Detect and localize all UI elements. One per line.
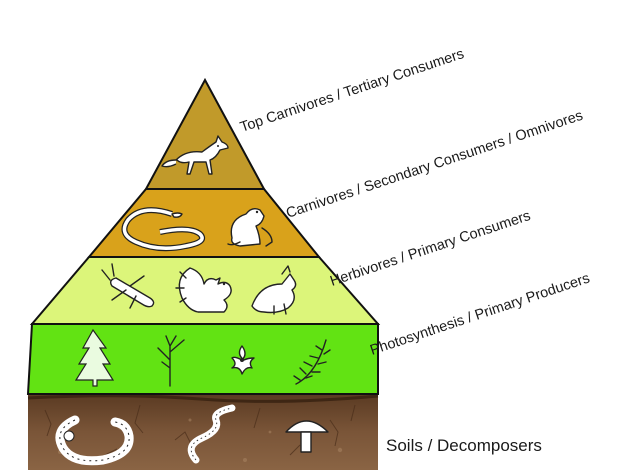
label-soil-decomposers: Soils / Decomposers bbox=[386, 436, 542, 455]
soil-band bbox=[28, 394, 378, 470]
label-primary-producers: Photosynthesis / Primary Producers bbox=[368, 270, 592, 358]
level-primary-producers bbox=[28, 324, 378, 394]
label-top-carnivores: Top Carnivores / Tertiary Consumers bbox=[238, 46, 466, 136]
level-primary-consumers bbox=[32, 257, 378, 324]
label-primary-consumers: Herbivores / Primary Consumers bbox=[328, 208, 533, 290]
level-secondary-consumers bbox=[89, 189, 319, 257]
label-secondary-consumers: Carnivores / Secondary Consumers / Omniv… bbox=[284, 108, 585, 222]
